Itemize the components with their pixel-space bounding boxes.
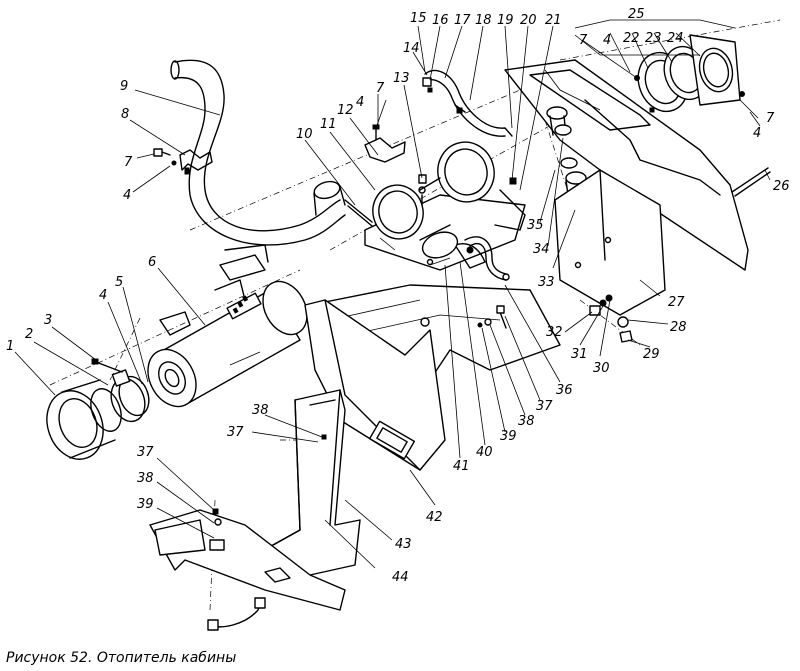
part-label-34: 34 xyxy=(533,242,550,257)
part-label-43: 43 xyxy=(395,537,412,552)
part-label-7: 7 xyxy=(766,111,775,126)
part-label-35: 35 xyxy=(527,218,544,233)
part-label-10: 10 xyxy=(296,127,313,142)
part-label-23: 23 xyxy=(645,31,662,46)
part-label-36: 36 xyxy=(556,383,573,398)
part-label-37: 37 xyxy=(536,399,553,414)
part-label-37: 37 xyxy=(137,445,154,460)
part-label-18: 18 xyxy=(475,13,492,28)
part-label-19: 19 xyxy=(497,13,514,28)
mid-screws xyxy=(477,305,507,329)
part-label-39: 39 xyxy=(137,497,154,512)
part-label-28: 28 xyxy=(670,320,687,335)
part-label-22: 22 xyxy=(623,31,640,46)
part-label-4: 4 xyxy=(99,288,107,303)
part-label-29: 29 xyxy=(643,347,660,362)
part-label-37: 37 xyxy=(227,425,244,440)
lower-heater-housing xyxy=(304,299,446,471)
part-label-20: 20 xyxy=(520,13,537,28)
coolant-pipe-part xyxy=(422,69,513,137)
duct-base-part xyxy=(149,508,346,611)
flange-ring-set xyxy=(634,34,745,113)
part-label-25: 25 xyxy=(628,7,645,22)
part-label-7: 7 xyxy=(376,81,385,96)
part-label-24: 24 xyxy=(667,31,684,46)
return-pipe-part xyxy=(464,236,510,281)
part-label-40: 40 xyxy=(476,445,493,460)
part-label-4: 4 xyxy=(123,188,131,203)
part-label-33: 33 xyxy=(538,275,555,290)
nozzle-flange-part xyxy=(46,379,122,460)
part-label-9: 9 xyxy=(120,79,128,94)
part-label-15: 15 xyxy=(410,11,427,26)
part-label-4: 4 xyxy=(753,126,761,141)
part-label-44: 44 xyxy=(392,570,409,585)
part-label-21: 21 xyxy=(545,13,562,28)
bottom-connector-part xyxy=(207,597,266,631)
standpipe-part xyxy=(546,106,589,211)
part-label-41: 41 xyxy=(453,459,470,474)
figure-caption: Рисунок 52. Отопитель кабины xyxy=(6,650,236,666)
small-fasteners xyxy=(589,294,633,343)
air-duct-tube-part xyxy=(170,59,346,246)
bolt-part xyxy=(91,358,123,373)
part-label-17: 17 xyxy=(454,13,471,28)
stud-part xyxy=(731,167,771,197)
cover-plate-part xyxy=(554,169,666,316)
part-label-7: 7 xyxy=(124,155,133,170)
heater-cylinder-part xyxy=(147,244,308,408)
part-label-30: 30 xyxy=(593,361,610,376)
bracket-part xyxy=(179,149,213,175)
leader-lines xyxy=(14,19,771,569)
rod-part xyxy=(344,199,373,227)
part-label-12: 12 xyxy=(337,103,354,118)
part-label-1: 1 xyxy=(6,339,14,354)
fastener-stack-part xyxy=(418,174,427,206)
part-label-5: 5 xyxy=(115,275,123,290)
part-label-4: 4 xyxy=(603,33,611,48)
part-label-6: 6 xyxy=(148,255,156,270)
part-label-2: 2 xyxy=(25,327,33,342)
part-label-16: 16 xyxy=(432,13,449,28)
part-label-38: 38 xyxy=(252,403,269,418)
part-label-38: 38 xyxy=(137,471,154,486)
part-label-14: 14 xyxy=(403,41,420,56)
clamp-ring-part xyxy=(110,369,150,423)
part-label-8: 8 xyxy=(121,107,129,122)
part-labels: 1 2 3 4 5 6 7 4 8 9 10 11 12 4 7 13 14 1… xyxy=(6,7,790,585)
part-label-27: 27 xyxy=(668,295,685,310)
screw-washer-part xyxy=(153,148,177,166)
heater-frame-assembly xyxy=(364,141,526,271)
part-label-13: 13 xyxy=(393,71,410,86)
part-label-4: 4 xyxy=(356,95,364,110)
part-label-42: 42 xyxy=(426,510,443,525)
part-label-26: 26 xyxy=(773,179,790,194)
part-label-11: 11 xyxy=(320,117,337,132)
part-label-31: 31 xyxy=(571,347,588,362)
part-label-32: 32 xyxy=(546,325,563,340)
part-label-3: 3 xyxy=(44,313,52,328)
part-label-7: 7 xyxy=(579,33,588,48)
part-label-39: 39 xyxy=(500,429,517,444)
top-bracket-part xyxy=(364,124,406,163)
part-label-38: 38 xyxy=(518,414,535,429)
